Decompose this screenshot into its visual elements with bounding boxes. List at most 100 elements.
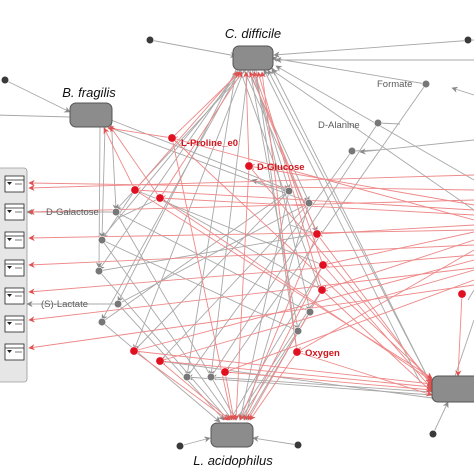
edge-gray bbox=[271, 55, 427, 85]
edge-red bbox=[134, 71, 239, 191]
metabolite-node[interactable] bbox=[373, 118, 383, 128]
mini-window-icon[interactable] bbox=[4, 175, 25, 193]
edge-red bbox=[28, 174, 474, 191]
edge-red bbox=[256, 71, 323, 291]
edge-red bbox=[159, 269, 474, 363]
metabolite-node[interactable] bbox=[97, 235, 107, 245]
organism-node-bfrag[interactable] bbox=[69, 102, 113, 128]
metabolite-node[interactable] bbox=[94, 266, 104, 276]
edge-gray bbox=[95, 126, 103, 269]
metabolite-node[interactable] bbox=[312, 229, 322, 239]
edge-red bbox=[159, 197, 433, 382]
organism-node-right-box[interactable] bbox=[431, 375, 474, 403]
edge-gray bbox=[107, 126, 310, 203]
edge-gray bbox=[271, 67, 433, 387]
edge-gray bbox=[359, 139, 474, 155]
edge-gray bbox=[252, 435, 299, 446]
edge-gray bbox=[253, 69, 312, 312]
edge-gray bbox=[101, 190, 290, 323]
metabolite-node-lproline[interactable] bbox=[167, 133, 177, 143]
metabolite-node[interactable] bbox=[155, 356, 165, 366]
edge-gray bbox=[467, 289, 474, 301]
metabolite-node[interactable] bbox=[145, 35, 155, 45]
edge-gray bbox=[98, 233, 318, 272]
metabolite-label-slactate: (S)-Lactate bbox=[41, 299, 88, 310]
metabolite-node[interactable] bbox=[305, 307, 315, 317]
organism-node-cdiff[interactable] bbox=[232, 45, 274, 71]
edge-gray bbox=[133, 190, 290, 352]
edge-gray bbox=[267, 69, 426, 373]
edge-red bbox=[159, 195, 474, 216]
metabolite-node[interactable] bbox=[293, 326, 303, 336]
edge-red bbox=[249, 351, 298, 421]
metabolite-label-dgalactose: D-Galactose bbox=[46, 207, 99, 218]
edge-red bbox=[321, 239, 474, 292]
edge-gray bbox=[101, 239, 233, 421]
organism-node-cdiff-box[interactable] bbox=[232, 45, 274, 71]
metabolite-label-oxygen: Oxygen bbox=[305, 348, 340, 359]
mini-window-icon[interactable] bbox=[4, 231, 25, 249]
metabolite-node[interactable] bbox=[304, 198, 314, 208]
edge-gray bbox=[179, 436, 211, 447]
organism-node-lacid-box[interactable] bbox=[210, 422, 254, 448]
metabolite-node-formate[interactable] bbox=[421, 79, 431, 89]
edge-gray bbox=[451, 86, 474, 96]
edge-red bbox=[134, 187, 474, 211]
edge-gray bbox=[271, 69, 474, 211]
metabolite-node-dgalactose[interactable] bbox=[111, 207, 121, 217]
metabolite-node[interactable] bbox=[206, 372, 216, 382]
organism-label-cdiff: C. difficile bbox=[225, 26, 281, 41]
metabolite-node-dalanine[interactable] bbox=[347, 146, 357, 156]
organism-node-bfrag-box[interactable] bbox=[69, 102, 113, 128]
metabolite-node[interactable] bbox=[463, 35, 473, 45]
metabolite-node[interactable] bbox=[182, 372, 192, 382]
metabolite-node[interactable] bbox=[284, 186, 294, 196]
edge-red bbox=[134, 189, 433, 379]
edge-red bbox=[133, 350, 229, 421]
edge-red bbox=[316, 233, 433, 387]
metabolite-node-dglucose[interactable] bbox=[244, 161, 254, 171]
edge-red bbox=[296, 249, 474, 353]
metabolite-node-slactate[interactable] bbox=[113, 299, 123, 309]
organism-node-right[interactable] bbox=[431, 375, 474, 403]
side-panel bbox=[0, 167, 28, 383]
organism-node-lacid[interactable] bbox=[210, 422, 254, 448]
metabolite-label-lproline: L-Proline_e0 bbox=[181, 138, 238, 149]
edge-gray bbox=[229, 264, 324, 421]
edge-gray bbox=[101, 321, 221, 423]
metabolite-node[interactable] bbox=[317, 285, 327, 295]
edge-red bbox=[28, 254, 474, 295]
mini-window-icon[interactable] bbox=[4, 315, 25, 333]
edge-gray bbox=[115, 211, 311, 313]
metabolite-node[interactable] bbox=[155, 193, 165, 203]
edge-red bbox=[28, 284, 474, 351]
metabolite-node[interactable] bbox=[293, 440, 303, 450]
metabolite-node[interactable] bbox=[0, 75, 10, 85]
edge-gray bbox=[210, 374, 433, 393]
edge-red bbox=[159, 71, 243, 199]
edge-gray bbox=[210, 122, 379, 378]
metabolite-node[interactable] bbox=[97, 317, 107, 327]
edge-gray bbox=[251, 69, 291, 191]
metabolite-node[interactable] bbox=[220, 367, 230, 377]
mini-window-icon[interactable] bbox=[4, 203, 25, 221]
mini-window-icon[interactable] bbox=[4, 287, 25, 305]
edge-red bbox=[28, 199, 474, 215]
metabolite-node[interactable] bbox=[129, 346, 139, 356]
edge-gray bbox=[432, 401, 449, 435]
edge-red bbox=[28, 267, 474, 323]
edge-gray bbox=[184, 69, 237, 377]
edge-red bbox=[159, 360, 231, 421]
mini-window-icon[interactable] bbox=[4, 259, 25, 277]
edge-red bbox=[109, 125, 161, 199]
metabolite-node[interactable] bbox=[457, 289, 467, 299]
metabolite-node[interactable] bbox=[175, 441, 185, 451]
metabolite-node[interactable] bbox=[130, 185, 140, 195]
edge-red bbox=[224, 279, 474, 373]
metabolite-node-oxygen[interactable] bbox=[292, 347, 302, 357]
metabolite-node[interactable] bbox=[428, 429, 438, 439]
mini-window-icon[interactable] bbox=[4, 343, 25, 361]
metabolite-node[interactable] bbox=[318, 260, 328, 270]
organism-label-lacid: L. acidophilus bbox=[193, 453, 273, 468]
